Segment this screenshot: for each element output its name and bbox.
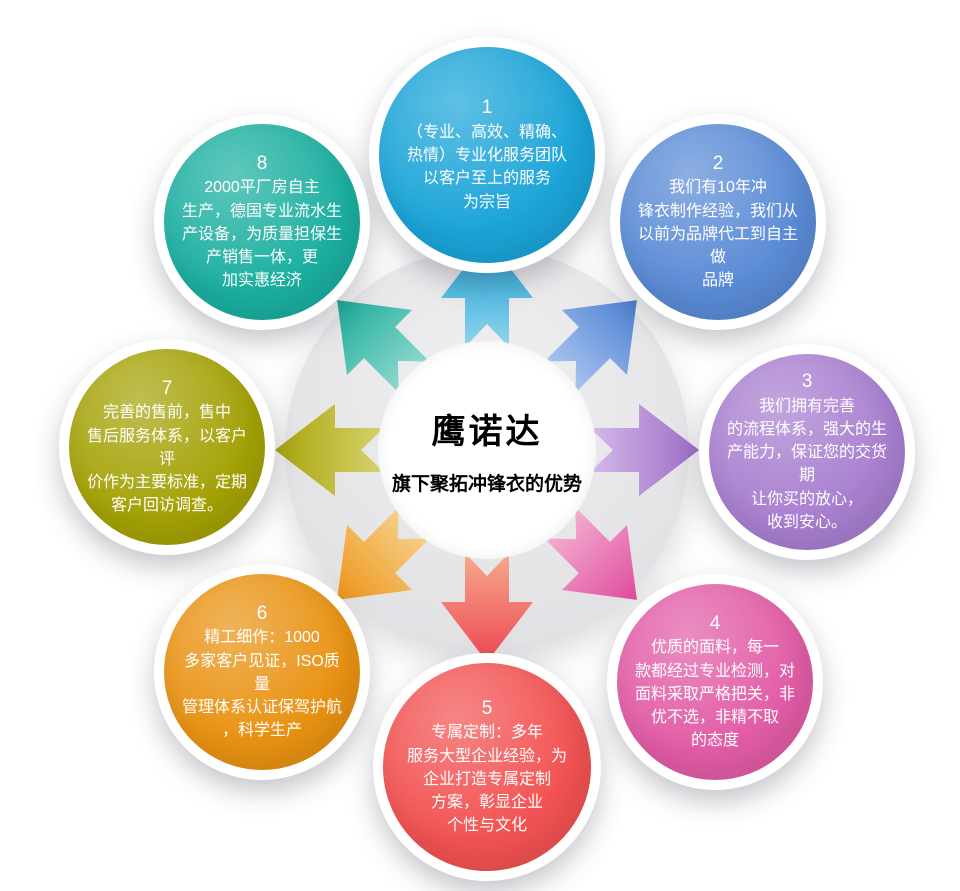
bubble-text: 我们有10年冲 锋衣制作经验，我们从 以前为品牌代工到自主做 品牌: [637, 179, 798, 290]
arrow-up-icon: [441, 238, 533, 347]
bubble-number: 7: [161, 377, 173, 399]
direction-arrows: [275, 238, 699, 662]
advantage-bubble-6: 6 精工细作：1000 多家客户见证，ISO质量 管理体系认证保驾护航 ，科学生…: [154, 564, 370, 780]
arrow-right-icon: [590, 404, 699, 496]
bubble-number: 8: [256, 152, 268, 174]
advantage-bubble-3: 3 我们拥有完善 的流程体系，强大的生 产能力，保证您的交货期 让你买的放心， …: [699, 344, 915, 560]
arrow-up-left-icon: [337, 300, 430, 393]
bubble-text: 优质的面料，每一 款都经过专业检测，对 面料采取严格把关，非 优不选，非精不取 …: [634, 639, 795, 750]
bubble-number: 4: [709, 612, 721, 634]
bubble-text: 精工细作：1000 多家客户见证，ISO质量 管理体系认证保驾护航 ，科学生产: [181, 629, 342, 740]
bubble-text: 完善的售前，售中 售后服务体系，以客户评 价作为主要标准，定期 客户回访调查。: [86, 404, 247, 515]
arrow-up-right-icon: [544, 300, 637, 393]
arrow-down-left-icon: [337, 507, 430, 600]
bubble-number: 5: [481, 697, 493, 719]
advantage-bubble-2: 2 我们有10年冲 锋衣制作经验，我们从 以前为品牌代工到自主做 品牌: [610, 114, 826, 330]
bubble-text: 2000平厂房自主 生产，德国专业流水生 产设备，为质量担保生 产销售一体，更 …: [181, 179, 342, 290]
bubble-text: 我们拥有完善 的流程体系，强大的生 产能力，保证您的交货期 让你买的放心， 收到…: [726, 397, 887, 531]
arrow-down-icon: [441, 553, 533, 662]
brand-title: 鹰诺达: [431, 413, 543, 451]
bubble-number: 1: [481, 97, 493, 119]
advantage-bubble-7: 7 完善的售前，售中 售后服务体系，以客户评 价作为主要标准，定期 客户回访调查…: [59, 339, 275, 555]
arrow-left-icon: [275, 404, 384, 496]
bubble-text: 专属定制：多年 服务大型企业经验，为 企业打造专属定制 方案，彰显企业 个性与文…: [406, 724, 567, 835]
center-circle: 鹰诺达 旗下聚拓冲锋衣的优势: [378, 341, 596, 559]
brand-subtitle: 旗下聚拓冲锋衣的优势: [391, 474, 582, 495]
advantage-bubble-8: 8 2000平厂房自主 生产，德国专业流水生 产设备，为质量担保生 产销售一体，…: [154, 114, 370, 330]
advantage-bubble-1: 1 （专业、高效、精确、 热情）专业化服务团队 以客户至上的服务 为宗旨: [369, 37, 605, 273]
bubble-number: 6: [256, 602, 268, 624]
bubble-text: （专业、高效、精确、 热情）专业化服务团队 以客户至上的服务 为宗旨: [406, 123, 567, 211]
bubble-number: 3: [801, 371, 813, 393]
arrow-down-right-icon: [544, 507, 637, 600]
advantage-bubble-4: 4 优质的面料，每一 款都经过专业检测，对 面料采取严格把关，非 优不选，非精不…: [607, 574, 823, 790]
advantage-bubble-5: 5 专属定制：多年 服务大型企业经验，为 企业打造专属定制 方案，彰显企业 个性…: [373, 653, 601, 881]
bubble-number: 2: [712, 152, 724, 174]
